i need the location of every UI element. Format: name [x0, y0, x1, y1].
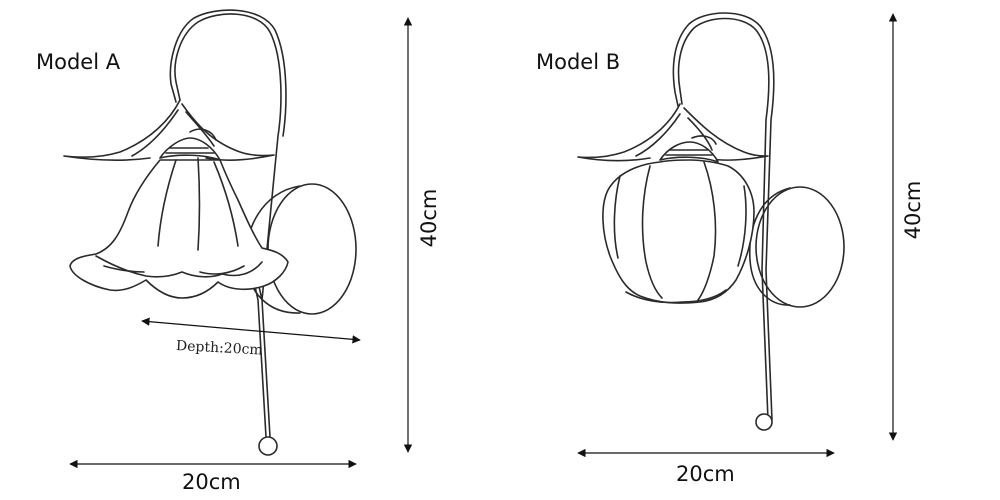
model-b-end-ball: [755, 413, 773, 431]
model-b-title: Model B: [536, 50, 621, 74]
model-a-depth-arrow: [141, 317, 361, 344]
model-b-wall-plate: [755, 186, 845, 308]
model-a-shade: [69, 159, 289, 299]
model-a-lamp: [63, 9, 357, 456]
model-b-width-label: 20cm: [676, 462, 735, 486]
model-a-height-label: 40cm: [417, 188, 441, 248]
model-a-wall-plate: [267, 183, 357, 315]
model-a-width-label: 20cm: [182, 470, 241, 494]
model-b-dimensions: [577, 13, 898, 458]
model-a-title: Model A: [36, 50, 121, 74]
model-a-dimensions: [69, 17, 413, 469]
model-b-arm: [677, 17, 770, 421]
model-a-end-ball: [258, 436, 278, 456]
model-b-shade: [602, 159, 755, 304]
model-b-lamp: [577, 12, 845, 431]
model-b-height-label: 40cm: [901, 180, 925, 240]
